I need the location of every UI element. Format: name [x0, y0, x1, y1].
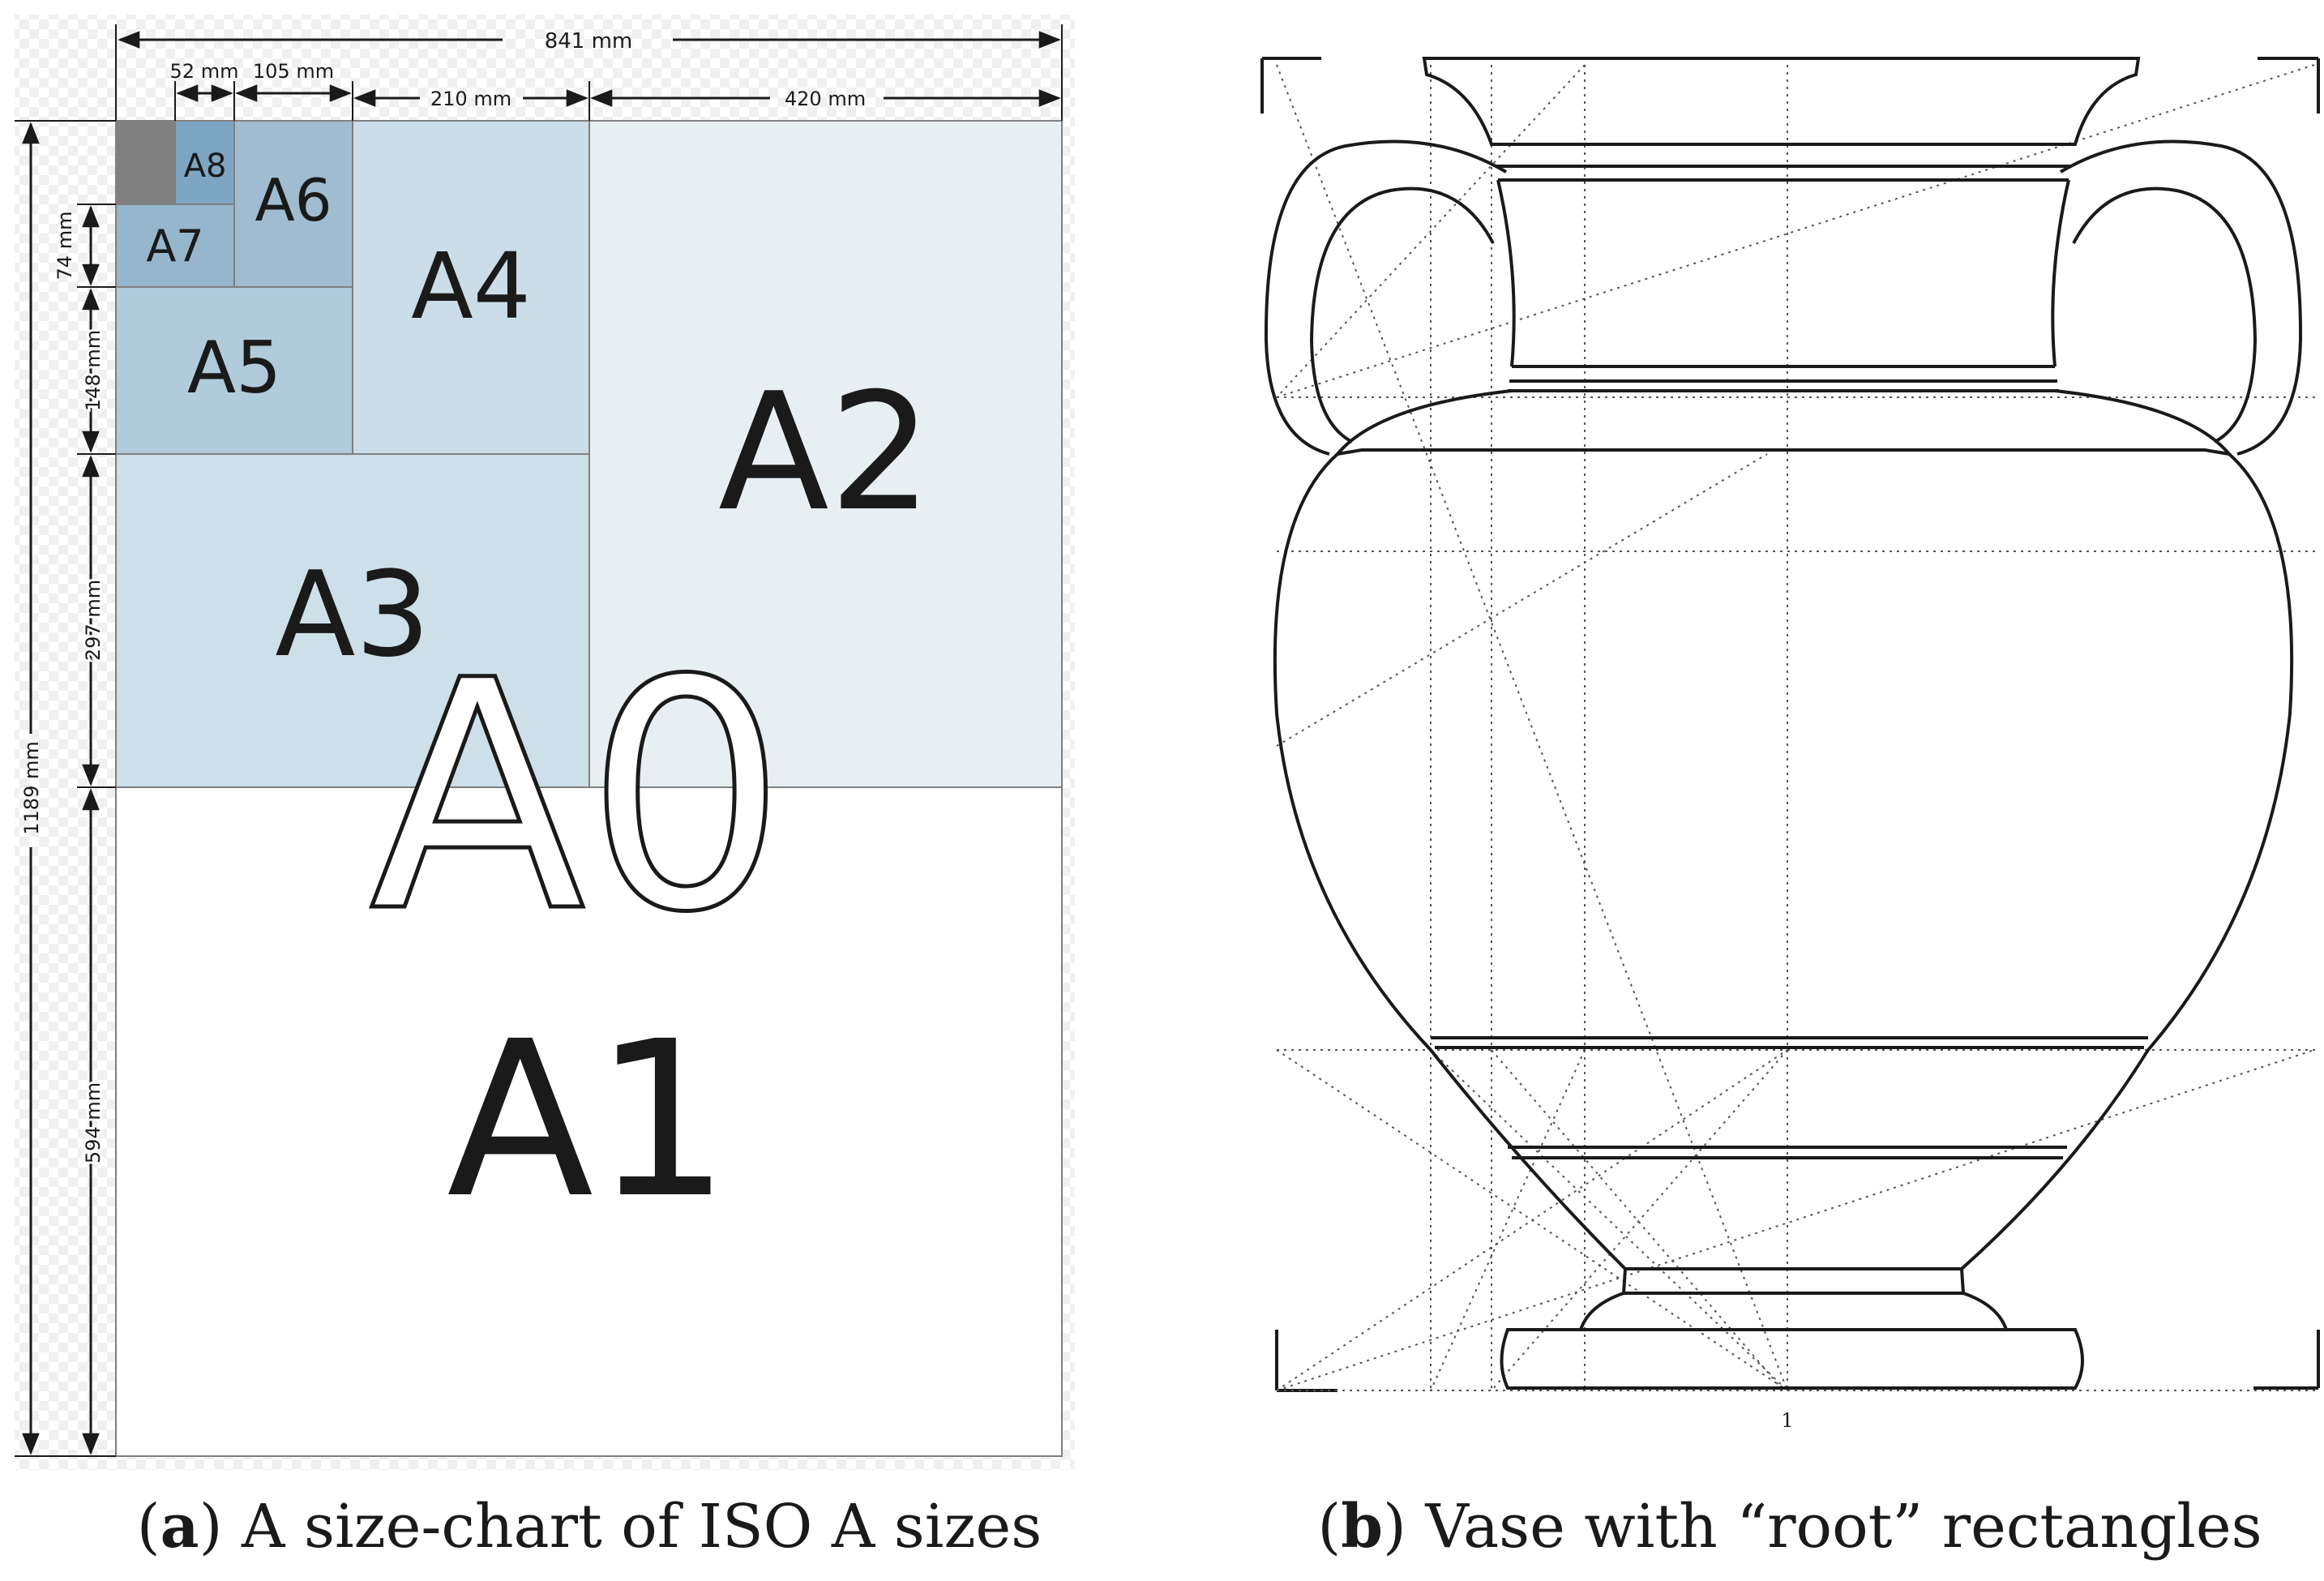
sheet-a9	[115, 120, 176, 205]
label-a2: A2	[718, 358, 932, 547]
label-a5: A5	[187, 326, 281, 409]
vase-lip	[1422, 57, 2141, 146]
caption-a: (a) A size-chart of ISO A sizes	[137, 1492, 1042, 1562]
frame-corner-marks	[1260, 57, 2320, 1392]
vase-drawing: 1	[1260, 57, 2320, 1432]
vase-neck-bands	[1493, 143, 2074, 392]
sheet-a3	[115, 453, 590, 788]
label-a3: A3	[275, 546, 430, 683]
sheet-a6	[233, 120, 353, 288]
vase-body	[1273, 452, 2294, 1270]
caption-a-letter: a	[160, 1492, 199, 1562]
sheet-a1	[115, 786, 1063, 1457]
caption-b: (b) Vase with “root” rectangles	[1317, 1492, 2262, 1562]
label-a6: A6	[255, 166, 332, 234]
dim-label-74: 74 mm	[53, 212, 76, 281]
iso-a-size-chart: A8 A7 A6 A5 A4 A3 A2 A1 A0 841 mm 52 mm …	[15, 15, 1075, 1470]
caption-b-text: Vase with “root” rectangles	[1424, 1492, 2262, 1562]
dim-label-1189: 1189 mm	[20, 741, 43, 834]
label-a1: A1	[447, 996, 730, 1245]
sheet-a7	[115, 204, 235, 288]
sheet-a5	[115, 286, 353, 455]
vase-shoulder	[1333, 389, 2233, 456]
sheet-a4	[352, 120, 590, 455]
dim-label-105: 105 mm	[253, 60, 334, 83]
label-a0: A0	[370, 613, 787, 981]
dim-label-841: 841 mm	[545, 29, 633, 54]
dim-label-420: 420 mm	[785, 88, 866, 110]
vase-foot	[1500, 1267, 2084, 1390]
caption-b-letter: b	[1341, 1492, 1383, 1562]
vase-handle-right	[2059, 139, 2303, 456]
vase-lower-bands	[1431, 1036, 2148, 1159]
scale-mark: 1	[1781, 1409, 1793, 1432]
label-a4: A4	[411, 234, 531, 340]
caption-a-text: A size-chart of ISO A sizes	[241, 1492, 1042, 1562]
dim-label-594: 594 mm	[82, 1082, 105, 1163]
vase-handle-left	[1264, 139, 1508, 456]
label-a7: A7	[146, 221, 203, 272]
dim-label-297: 297 mm	[82, 580, 105, 661]
dim-label-52: 52 mm	[170, 60, 239, 83]
dim-label-210: 210 mm	[430, 88, 511, 110]
label-a8: A8	[184, 148, 227, 185]
vase-neck	[1496, 179, 2070, 367]
construction-lines	[1276, 64, 2318, 1391]
dim-label-148: 148 mm	[82, 330, 105, 411]
